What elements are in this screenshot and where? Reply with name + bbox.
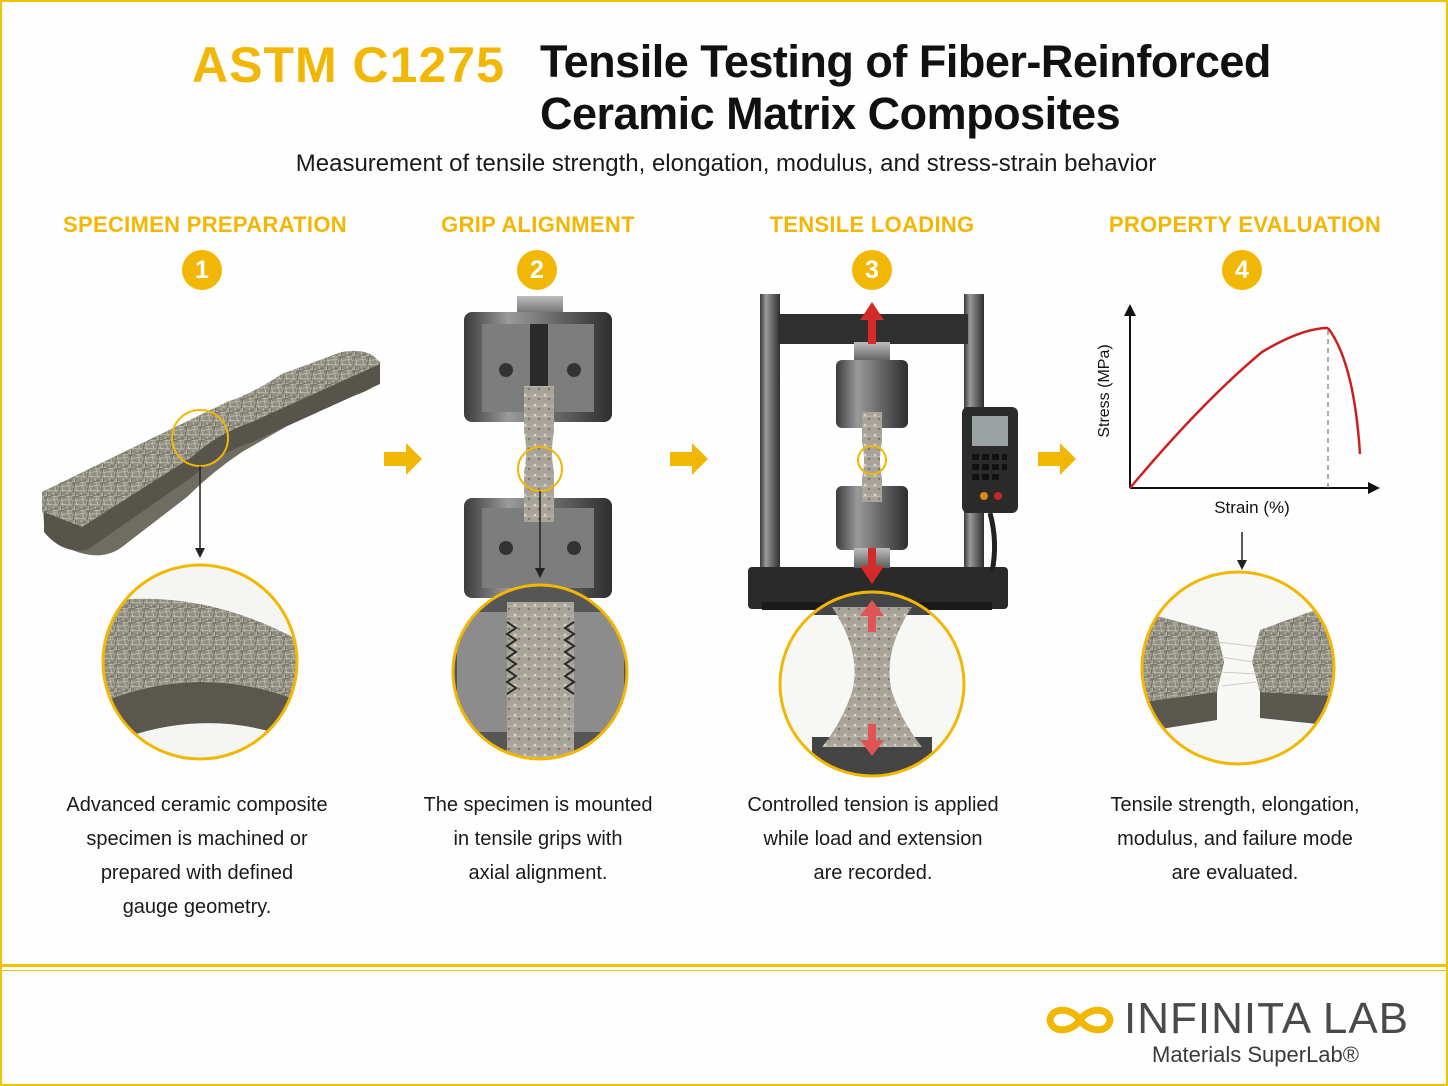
step-3-desc-line: are recorded. (813, 862, 933, 884)
grip-closeup (451, 583, 629, 761)
step-4-title: PROPERTY EVALUATION (1108, 212, 1382, 237)
step-3-title: TENSILE LOADING (769, 212, 975, 237)
flow-arrow-2 (670, 443, 708, 475)
step-2-desc-line: axial alignment. (468, 862, 608, 884)
flow-arrow-3 (1038, 443, 1076, 475)
step-2-badge: 2 (517, 250, 557, 290)
process-illustrations (42, 294, 1380, 778)
step-4-description: Tensile strength, elongation, modulus, a… (1075, 788, 1395, 890)
dogbone-specimen (42, 350, 380, 556)
step-4-desc-line: Tensile strength, elongation, (1110, 794, 1360, 816)
step-2-title: GRIP ALIGNMENT (441, 212, 635, 237)
step-4-desc-line: are evaluated. (1171, 862, 1299, 884)
y-axis-arrowhead (1124, 304, 1136, 316)
loading-closeup (778, 590, 966, 778)
stress-strain-chart (1124, 304, 1380, 494)
title-line-1: Tensile Testing of Fiber-Reinforced (540, 36, 1271, 87)
flow-arrow-1 (384, 443, 422, 475)
callout-arrowhead-4 (1237, 560, 1247, 570)
page-subtitle: Measurement of tensile strength, elongat… (295, 150, 1157, 177)
step-1-desc-line: gauge geometry. (122, 896, 272, 918)
step-2-desc-line: in tensile grips with (453, 828, 623, 850)
step-1-title: SPECIMEN PREPARATION (63, 212, 347, 237)
chart-y-label: Stress (MPa) (1096, 344, 1113, 438)
step-2-desc-line: The specimen is mounted (423, 794, 653, 816)
footer-divider (2, 964, 1446, 967)
step-1-badge: 1 (182, 250, 222, 290)
x-axis-arrowhead (1368, 482, 1380, 494)
grip-assembly (464, 296, 612, 598)
step-3-description: Controlled tension is applied while load… (713, 788, 1033, 890)
callout-arrowhead-1 (195, 548, 205, 558)
step-1-desc-line: Advanced ceramic composite (66, 794, 328, 816)
page-title: Tensile Testing of Fiber-Reinforced Cera… (540, 36, 1271, 140)
standard-code: ASTM C1275 (192, 37, 505, 93)
title-line-2: Ceramic Matrix Composites (540, 88, 1121, 139)
fracture-closeup (1140, 570, 1336, 766)
infinity-logo-icon (1046, 1006, 1114, 1034)
chart-x-label: Strain (%) (1214, 498, 1290, 517)
step-1-desc-line: specimen is machined or (86, 828, 308, 850)
brand-name: INFINITA LAB (1124, 994, 1410, 1043)
step-1-desc-line: prepared with defined (100, 862, 294, 884)
load-down-arrow (860, 548, 884, 584)
step-3-desc-line: Controlled tension is applied (747, 794, 999, 816)
callout-arrowhead-2 (535, 568, 545, 578)
footer-divider-thin (2, 970, 1446, 971)
step-1-description: Advanced ceramic composite specimen is m… (37, 788, 357, 924)
step-4-badge: 4 (1222, 250, 1262, 290)
failure-drop (1327, 327, 1362, 455)
step-3-badge: 3 (852, 250, 892, 290)
brand-tagline: Materials SuperLab® (1152, 1042, 1359, 1067)
step-4-desc-line: modulus, and failure mode (1117, 828, 1353, 850)
controller-panel (962, 407, 1018, 573)
step-3-desc-line: while load and extension (763, 828, 983, 850)
load-up-arrow (860, 302, 884, 344)
step-2-description: The specimen is mounted in tensile grips… (378, 788, 698, 890)
specimen-closeup-1 (101, 563, 299, 761)
gauge-highlight-3 (857, 445, 887, 475)
stress-strain-curve (1129, 326, 1329, 489)
